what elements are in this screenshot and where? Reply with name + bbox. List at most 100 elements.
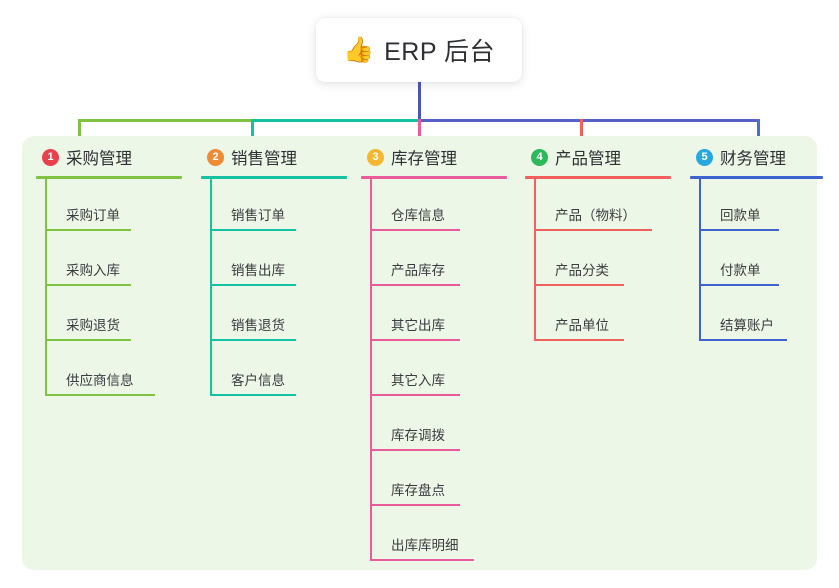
- diagram-panel: [22, 136, 817, 570]
- branch-column-2: 2 销售管理销售订单销售出库销售退货客户信息: [201, 144, 366, 399]
- leaf-item-rule: [370, 394, 460, 396]
- branch-items-3: 仓库信息产品库存其它出库其它入库库存调拨库存盘点出库库明细: [361, 179, 526, 564]
- leaf-item-rule: [534, 284, 624, 286]
- leaf-item-rule: [210, 394, 296, 396]
- branch-title-5: 财务管理: [720, 150, 786, 168]
- leaf-item-rule: [210, 229, 296, 231]
- leaf-item[interactable]: 客户信息: [201, 344, 366, 399]
- leaf-item-label: 销售订单: [231, 208, 285, 223]
- leaf-item-label: 产品单位: [555, 318, 609, 333]
- branch-rule-3: [361, 176, 507, 179]
- leaf-item-rule: [370, 284, 460, 286]
- leaf-item[interactable]: 采购订单: [36, 179, 201, 234]
- leaf-item[interactable]: 仓库信息: [361, 179, 526, 234]
- leaf-item[interactable]: 产品分类: [525, 234, 690, 289]
- leaf-item[interactable]: 销售订单: [201, 179, 366, 234]
- leaf-item[interactable]: 库存调拨: [361, 399, 526, 454]
- leaf-item-label: 采购入库: [66, 263, 120, 278]
- leaf-item-label: 回款单: [720, 208, 761, 223]
- leaf-item[interactable]: 出库库明细: [361, 509, 526, 564]
- leaf-item-label: 产品（物料）: [555, 208, 636, 223]
- leaf-item[interactable]: 采购退货: [36, 289, 201, 344]
- leaf-item-rule: [45, 284, 131, 286]
- leaf-item-rule: [45, 394, 155, 396]
- branch-badge-4: 4: [531, 148, 548, 166]
- branch-title-4: 产品管理: [555, 150, 621, 168]
- branch-spine-4: [534, 179, 536, 341]
- branch-title-3: 库存管理: [391, 150, 457, 168]
- branch-badge-1: 1: [42, 148, 59, 166]
- leaf-item-rule: [699, 229, 779, 231]
- leaf-item-label: 库存盘点: [391, 483, 445, 498]
- root-node-label: ERP 后台: [384, 38, 496, 66]
- leaf-item-rule: [534, 339, 624, 341]
- leaf-item-label: 销售退货: [231, 318, 285, 333]
- branch-items-2: 销售订单销售出库销售退货客户信息: [201, 179, 366, 399]
- leaf-item-rule: [210, 339, 296, 341]
- branch-columns: 1 采购管理采购订单采购入库采购退货供应商信息 2 销售管理销售订单销售出库销售退货客…: [22, 136, 823, 570]
- leaf-item-label: 供应商信息: [66, 373, 134, 388]
- leaf-item-label: 其它出库: [391, 318, 445, 333]
- branch-header-1[interactable]: 1 采购管理: [36, 144, 201, 170]
- leaf-item[interactable]: 供应商信息: [36, 344, 201, 399]
- leaf-item[interactable]: 销售出库: [201, 234, 366, 289]
- leaf-item[interactable]: 产品库存: [361, 234, 526, 289]
- branch-header-4[interactable]: 4 产品管理: [525, 144, 690, 170]
- branch-items-1: 采购订单采购入库采购退货供应商信息: [36, 179, 201, 399]
- leaf-item-rule: [370, 449, 460, 451]
- leaf-item-rule: [45, 339, 131, 341]
- branch-column-5: 5 财务管理回款单付款单结算账户: [690, 144, 830, 344]
- leaf-item-rule: [534, 229, 652, 231]
- leaf-item-label: 结算账户: [720, 318, 774, 333]
- leaf-item[interactable]: 销售退货: [201, 289, 366, 344]
- branch-rule-4: [525, 176, 671, 179]
- branch-title-2: 销售管理: [231, 150, 297, 168]
- branch-items-4: 产品（物料） 产品分类产品单位: [525, 179, 690, 344]
- root-node[interactable]: 👍 ERP 后台: [316, 18, 522, 82]
- leaf-item[interactable]: 结算账户: [690, 289, 830, 344]
- branch-column-4: 4 产品管理产品（物料） 产品分类产品单位: [525, 144, 690, 344]
- leaf-item-rule: [210, 284, 296, 286]
- leaf-item[interactable]: 回款单: [690, 179, 830, 234]
- branch-spine-1: [45, 179, 47, 396]
- leaf-item-label: 其它入库: [391, 373, 445, 388]
- branch-rule-2: [201, 176, 347, 179]
- leaf-item-rule: [370, 229, 460, 231]
- branch-title-1: 采购管理: [66, 150, 132, 168]
- leaf-item-label: 付款单: [720, 263, 761, 278]
- branch-rule-1: [36, 176, 182, 179]
- leaf-item-label: 库存调拨: [391, 428, 445, 443]
- branch-badge-5: 5: [696, 148, 713, 166]
- leaf-item[interactable]: 库存盘点: [361, 454, 526, 509]
- branch-spine-3: [370, 179, 372, 561]
- leaf-item-label: 产品库存: [391, 263, 445, 278]
- branch-spine-5: [699, 179, 701, 341]
- branch-header-2[interactable]: 2 销售管理: [201, 144, 366, 170]
- leaf-item-rule: [370, 339, 460, 341]
- root-node-content: 👍 ERP 后台: [343, 32, 495, 68]
- leaf-item-rule: [370, 504, 460, 506]
- leaf-item-rule: [699, 284, 779, 286]
- branch-items-5: 回款单付款单结算账户: [690, 179, 830, 344]
- leaf-item-rule: [699, 339, 787, 341]
- branch-rule-5: [690, 176, 823, 179]
- thumbs-up-icon: 👍: [342, 35, 375, 64]
- leaf-item-label: 客户信息: [231, 373, 285, 388]
- leaf-item-label: 仓库信息: [391, 208, 445, 223]
- branch-header-5[interactable]: 5 财务管理: [690, 144, 830, 170]
- leaf-item-label: 产品分类: [555, 263, 609, 278]
- branch-spine-2: [210, 179, 212, 396]
- leaf-item-label: 采购订单: [66, 208, 120, 223]
- leaf-item-rule: [45, 229, 131, 231]
- leaf-item-label: 出库库明细: [391, 538, 459, 553]
- leaf-item[interactable]: 其它入库: [361, 344, 526, 399]
- leaf-item[interactable]: 产品单位: [525, 289, 690, 344]
- branch-badge-2: 2: [207, 148, 224, 166]
- leaf-item[interactable]: 产品（物料）: [525, 179, 690, 234]
- leaf-item[interactable]: 付款单: [690, 234, 830, 289]
- leaf-item[interactable]: 采购入库: [36, 234, 201, 289]
- leaf-item[interactable]: 其它出库: [361, 289, 526, 344]
- leaf-item-label: 采购退货: [66, 318, 120, 333]
